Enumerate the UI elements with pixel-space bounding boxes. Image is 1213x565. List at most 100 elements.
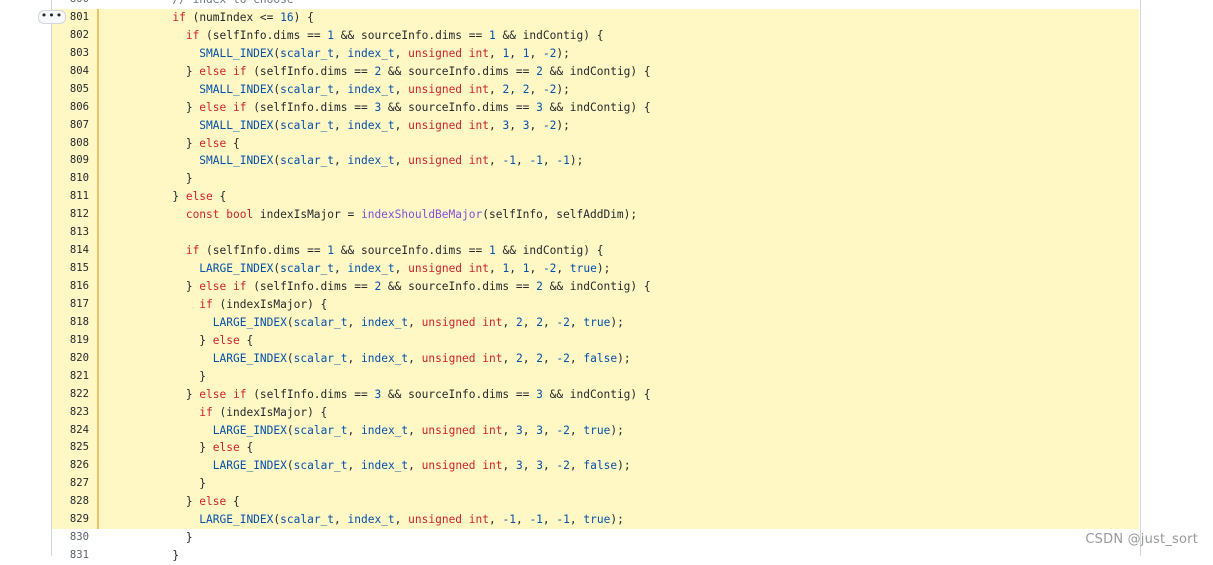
line-number[interactable]: 806 (69, 100, 89, 113)
code-token: else (212, 441, 240, 455)
code-token: && sourceInfo.dims == (381, 387, 537, 401)
line-number[interactable]: 826 (69, 459, 89, 472)
code-token: 16 (280, 10, 294, 24)
code-token (105, 29, 186, 42)
code-token: } (105, 280, 200, 293)
code-token: , (502, 351, 516, 365)
line-number[interactable]: 823 (69, 405, 89, 418)
line-number[interactable]: 804 (69, 64, 89, 77)
line-number[interactable]: 816 (69, 280, 89, 292)
line-number[interactable]: 821 (69, 369, 89, 382)
code-token: unsigned int (408, 513, 489, 527)
code-text: if (numIndex <= 16) { (105, 9, 313, 27)
code-token: , (509, 118, 523, 132)
line-number[interactable]: 825 (69, 441, 89, 454)
line-number[interactable]: 819 (69, 333, 89, 346)
code-line: 801 if (numIndex <= 16) { (52, 8, 1139, 27)
code-token: -2 (556, 459, 570, 473)
code-text: } (105, 547, 179, 565)
code-token: (selfInfo.dims == (246, 100, 375, 114)
code-token: && indContig) { (542, 280, 651, 293)
code-token: 2 (515, 351, 523, 365)
code-token: , (334, 262, 348, 276)
code-token: 3 (536, 100, 543, 114)
line-number[interactable]: 801 (69, 10, 89, 23)
code-token: , (522, 459, 537, 473)
code-listing: 800 // index to choose 801 if (numIndex <… (52, 0, 1139, 565)
line-number[interactable]: 829 (69, 513, 89, 526)
code-text: } (105, 368, 206, 386)
line-number[interactable]: 809 (69, 154, 89, 167)
line-number[interactable]: 824 (69, 423, 89, 436)
code-token: ); (556, 82, 570, 96)
code-line: 817 if (indexIsMajor) { (52, 295, 1139, 314)
code-token: -2 (542, 46, 557, 60)
line-number[interactable]: 815 (69, 262, 89, 275)
code-line: 828 } else { (52, 493, 1139, 512)
code-token: 3 (522, 118, 530, 132)
line-number[interactable]: 818 (69, 315, 89, 328)
line-number[interactable]: 827 (69, 477, 89, 490)
line-number[interactable]: 820 (69, 351, 89, 364)
code-token: -2 (542, 82, 557, 96)
line-number[interactable]: 831 (69, 549, 89, 562)
code-token: , (529, 46, 543, 60)
code-text: if (indexIsMajor) { (105, 404, 327, 422)
code-text: LARGE_INDEX(scalar_t, index_t, unsigned … (105, 511, 624, 529)
code-token: 2 (536, 351, 543, 365)
line-number[interactable]: 802 (69, 28, 89, 41)
code-token (105, 11, 172, 24)
code-token: && sourceInfo.dims == (334, 244, 489, 258)
code-token: ( (286, 423, 294, 437)
code-token: , (542, 351, 557, 365)
code-token: true (569, 262, 597, 276)
line-number[interactable]: 803 (69, 46, 89, 59)
code-token: 1 (327, 28, 335, 42)
code-token: ); (617, 351, 631, 365)
code-token: , (394, 262, 409, 276)
line-number[interactable]: 808 (69, 136, 89, 149)
code-token: 1 (502, 262, 510, 276)
line-number[interactable]: 813 (69, 226, 89, 239)
code-token: LARGE_INDEX (199, 262, 274, 276)
line-number[interactable]: 814 (69, 244, 89, 257)
line-number[interactable]: 805 (69, 82, 89, 95)
code-line: 818 LARGE_INDEX(scalar_t, index_t, unsig… (52, 313, 1139, 332)
code-line: 810 } (52, 170, 1139, 189)
code-token: { (239, 441, 254, 455)
line-number[interactable]: 822 (69, 387, 89, 400)
code-token: , (542, 513, 557, 527)
code-token: else (185, 190, 213, 204)
code-token: , (488, 46, 503, 60)
code-token: } (105, 333, 213, 347)
line-number[interactable]: 828 (69, 495, 89, 508)
code-token: } (105, 190, 186, 204)
line-number[interactable]: 830 (69, 531, 89, 544)
code-token: , (347, 459, 361, 473)
line-number[interactable]: 811 (69, 190, 89, 203)
code-token: && indContig) { (542, 100, 651, 114)
code-token: true (583, 513, 611, 527)
code-token: (selfInfo.dims == (246, 387, 375, 401)
line-number[interactable]: 810 (69, 172, 89, 185)
code-text: LARGE_INDEX(scalar_t, index_t, unsigned … (105, 314, 624, 332)
code-token: , (556, 262, 570, 276)
line-number[interactable]: 807 (69, 118, 89, 131)
more-options-button[interactable]: ••• (38, 10, 66, 24)
line-number[interactable]: 800 (52, 0, 89, 9)
code-line: 812 const bool indexIsMajor = indexShoul… (52, 206, 1139, 225)
code-text: if (selfInfo.dims == 1 && sourceInfo.dim… (105, 27, 604, 45)
code-token: { (239, 333, 254, 347)
code-line: 819 } else { (52, 331, 1139, 350)
code-token: , (509, 46, 523, 60)
code-token: , (542, 154, 557, 168)
watermark: CSDN @just_sort (1085, 532, 1198, 547)
code-line: 813 (52, 224, 1139, 243)
line-number[interactable]: 817 (69, 297, 89, 310)
code-token: 2 (502, 82, 510, 96)
code-token: else if (199, 100, 247, 114)
line-number[interactable]: 812 (69, 208, 89, 221)
code-token: if (185, 244, 200, 258)
code-token: LARGE_INDEX (199, 513, 274, 527)
code-token: // index to choose (172, 0, 293, 6)
